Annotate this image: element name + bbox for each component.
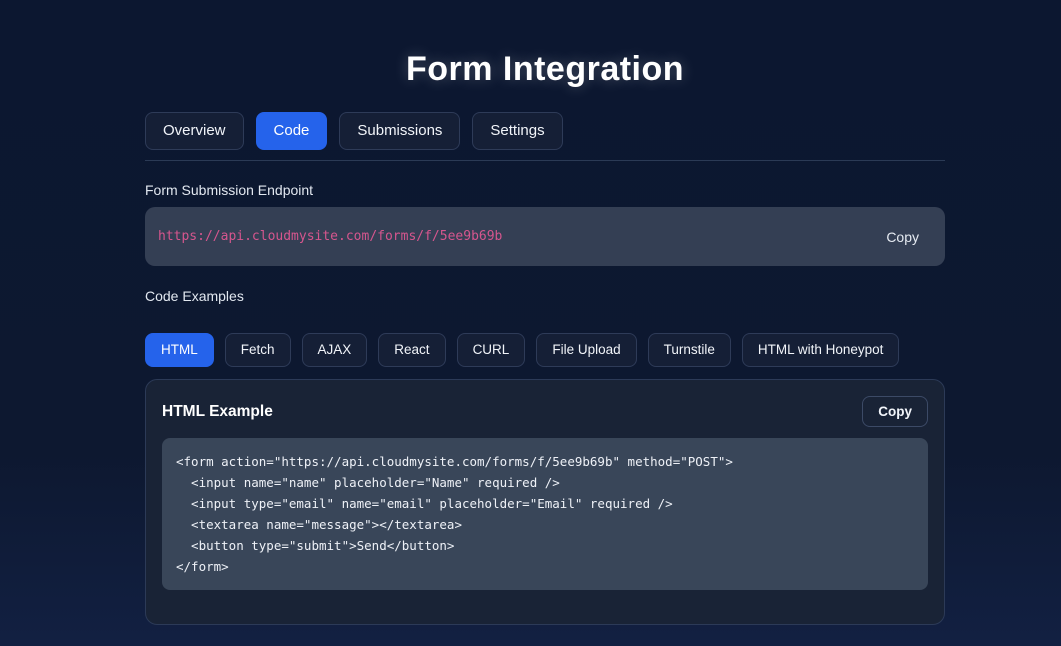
- code-tab-fetch[interactable]: Fetch: [224, 333, 291, 368]
- code-tab-react[interactable]: React: [378, 333, 446, 368]
- tab-settings[interactable]: Settings: [472, 112, 563, 150]
- code-copy-button[interactable]: Copy: [862, 396, 928, 428]
- code-tab-turnstile[interactable]: Turnstile: [647, 333, 731, 368]
- endpoint-box: https://api.cloudmysite.com/forms/f/5ee9…: [145, 207, 945, 266]
- code-tab-ajax[interactable]: AJAX: [301, 333, 368, 368]
- endpoint-copy-button[interactable]: Copy: [886, 228, 919, 245]
- code-example-card-header: HTML Example Copy: [162, 396, 928, 428]
- main-tab-bar: Overview Code Submissions Settings: [145, 112, 945, 150]
- endpoint-section-label: Form Submission Endpoint: [145, 182, 314, 198]
- tab-code[interactable]: Code: [255, 112, 328, 150]
- page-container: Form Integration Overview Code Submissio…: [145, 0, 945, 626]
- tab-overview[interactable]: Overview: [145, 112, 244, 150]
- code-examples-label: Code Examples: [145, 288, 244, 304]
- code-line: <button type="submit">Send</button>: [176, 538, 455, 554]
- code-block: <form action="https://api.cloudmysite.co…: [162, 438, 928, 591]
- code-line: </form>: [176, 559, 229, 575]
- tab-submissions[interactable]: Submissions: [339, 112, 461, 150]
- code-line: <textarea name="message"></textarea>: [176, 517, 462, 533]
- code-example-tab-bar: HTML Fetch AJAX React CURL File Upload T…: [145, 333, 945, 368]
- code-tab-curl[interactable]: CURL: [456, 333, 526, 368]
- code-tab-html[interactable]: HTML: [145, 333, 214, 368]
- endpoint-url: https://api.cloudmysite.com/forms/f/5ee9…: [158, 229, 503, 244]
- code-tab-file-upload[interactable]: File Upload: [536, 333, 637, 368]
- code-example-card: HTML Example Copy <form action="https://…: [145, 379, 945, 626]
- section-divider: [145, 160, 945, 161]
- code-line: <form action="https://api.cloudmysite.co…: [176, 454, 733, 470]
- code-example-title: HTML Example: [162, 402, 273, 420]
- page-title: Form Integration: [405, 50, 685, 88]
- code-line: <input type="email" name="email" placeho…: [176, 496, 673, 512]
- code-line: <input name="name" placeholder="Name" re…: [176, 475, 560, 491]
- code-tab-html-with-honeypot[interactable]: HTML with Honeypot: [741, 333, 900, 368]
